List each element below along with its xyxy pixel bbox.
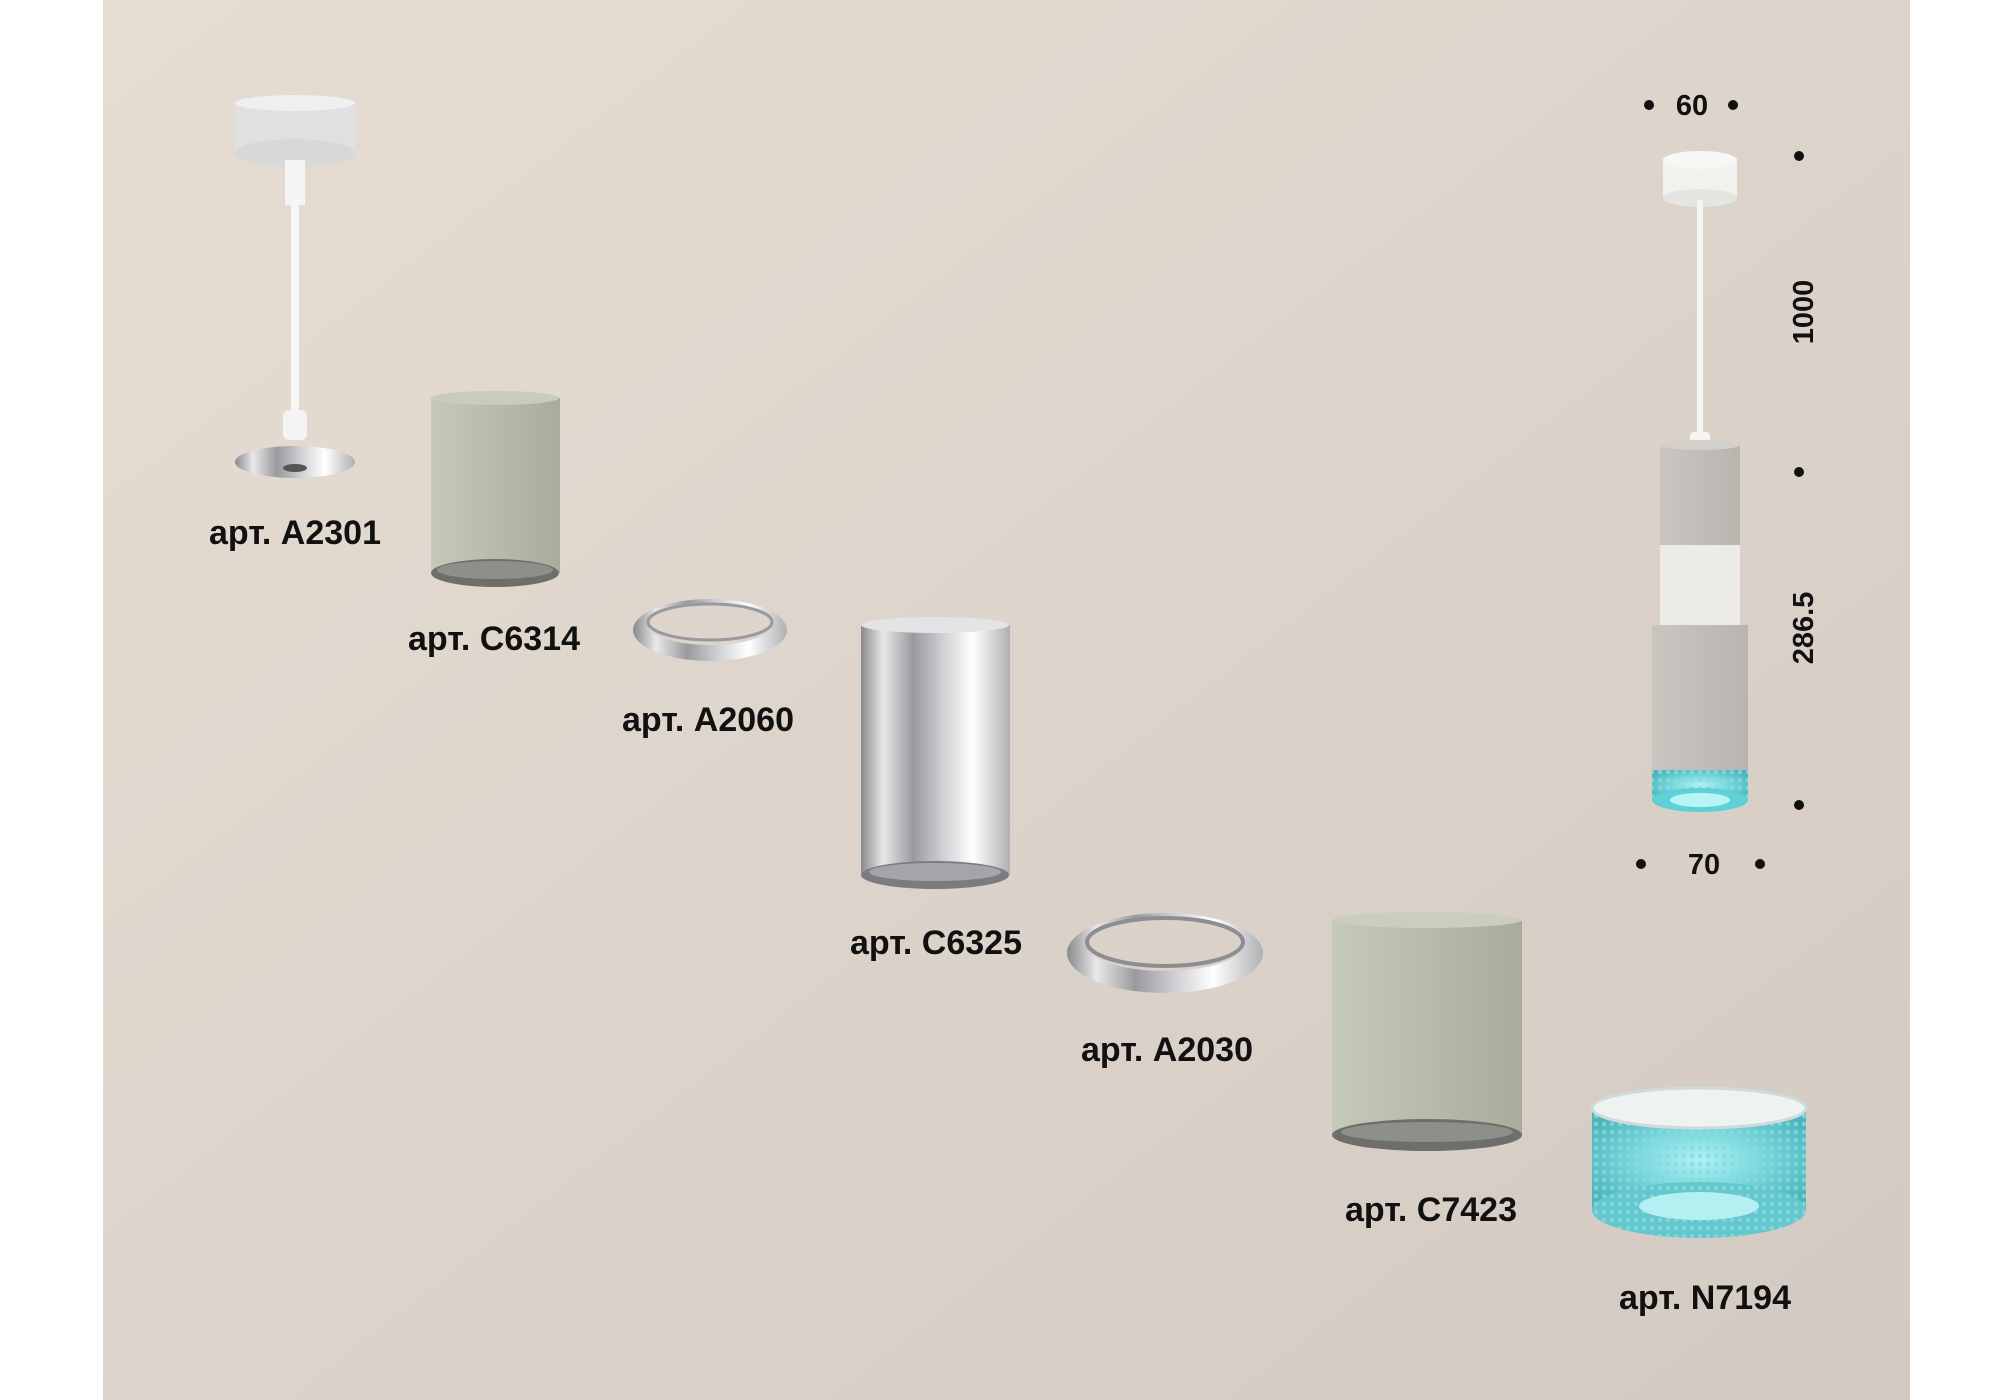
part-c7423-image [1332,912,1522,1151]
part-c6325-label: арт. C6325 [850,924,1022,962]
part-a2060-image [633,599,787,661]
part-a2301-label: арт. A2301 [209,514,381,552]
dimension-cable-length: 1000 [1788,280,1820,345]
assembled-fixture-image [1652,151,1748,812]
part-a2060-label: арт. A2060 [622,701,794,739]
part-a2030-image [1067,913,1263,993]
dimension-bottom-width: 70 [1688,849,1720,881]
part-c6314-label: арт. C6314 [408,620,580,658]
part-c7423-label: арт. C7423 [1345,1191,1517,1229]
dimension-top-width: 60 [1676,90,1708,122]
part-n7194-label: арт. N7194 [1619,1279,1791,1317]
dimension-body-height: 286.5 [1788,592,1820,665]
part-c6325-image [861,617,1010,889]
part-n7194-image [1590,1086,1808,1238]
dimension-markers [1636,100,1804,869]
part-a2301-image [235,95,356,478]
part-a2030-label: арт. A2030 [1081,1031,1253,1069]
part-c6314-image [431,391,560,587]
